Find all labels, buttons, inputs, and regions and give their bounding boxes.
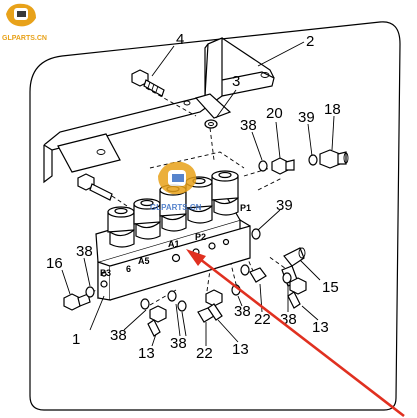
port-label-p2: P2 [195,232,206,242]
arrowhead-icon [186,249,206,266]
callout-38-upper: 38 [240,117,257,134]
port-label-p1: P1 [240,203,251,213]
washer-3 [204,119,218,129]
callout-39-lower: 39 [276,197,293,214]
red-pointer-arrow [186,249,405,418]
o-ring-38-low1 [140,298,150,310]
o-ring-39-upper [308,154,318,166]
callout-1: 1 [72,331,80,348]
port-label-a6: 6 [126,264,131,274]
watermark: GLPARTS.CN [150,161,202,212]
port-label-p3: P3 [100,268,111,278]
o-ring-38-low2 [167,290,177,302]
logo-text: GLPARTS.CN [2,35,47,42]
callout-38-left: 38 [76,243,93,260]
plug-22-right [249,267,267,283]
fitting-13-low [147,305,167,337]
o-ring-38-left [85,286,95,298]
callout-13-mid: 13 [232,341,249,358]
o-ring-38-upper [258,160,268,172]
diagram-frame [29,21,401,411]
callout-22-low: 22 [196,345,213,362]
callout-38-low: 38 [110,327,127,344]
port-label-a1: A1 [168,239,180,249]
callout-4: 4 [176,31,184,48]
o-ring-38-right2 [282,272,292,284]
callout-2: 2 [306,33,314,50]
solenoid-1 [107,206,135,248]
callout-22-right: 22 [254,311,271,328]
fitting-16 [63,293,91,311]
bolt-top [131,69,165,97]
glparts-logo: GLPARTS.CN [2,3,47,42]
bolt-lower [77,173,113,201]
o-ring-38-low3 [177,300,187,312]
fitting-13-mid [205,289,223,321]
callout-16: 16 [46,255,63,272]
callout-38-bottom: 38 [170,335,187,352]
fitting-18 [319,149,349,169]
callout-13-right: 13 [312,319,329,336]
watermark-text: GLPARTS.CN [150,203,202,212]
fitting-20 [271,157,295,175]
callout-3: 3 [232,73,240,90]
mounting-bracket [43,37,275,184]
solenoid-5 [211,170,239,216]
o-ring-39-lower [251,228,261,240]
o-ring-38-right [240,264,250,276]
callout-15: 15 [322,279,339,296]
port-label-a5: A5 [138,256,150,266]
callout-18: 18 [324,101,341,118]
callout-39-upper: 39 [298,109,315,126]
fitting-13-right [287,277,307,309]
callout-20: 20 [266,105,283,122]
callout-38-mid: 38 [234,303,251,320]
callout-13-low: 13 [138,345,155,362]
